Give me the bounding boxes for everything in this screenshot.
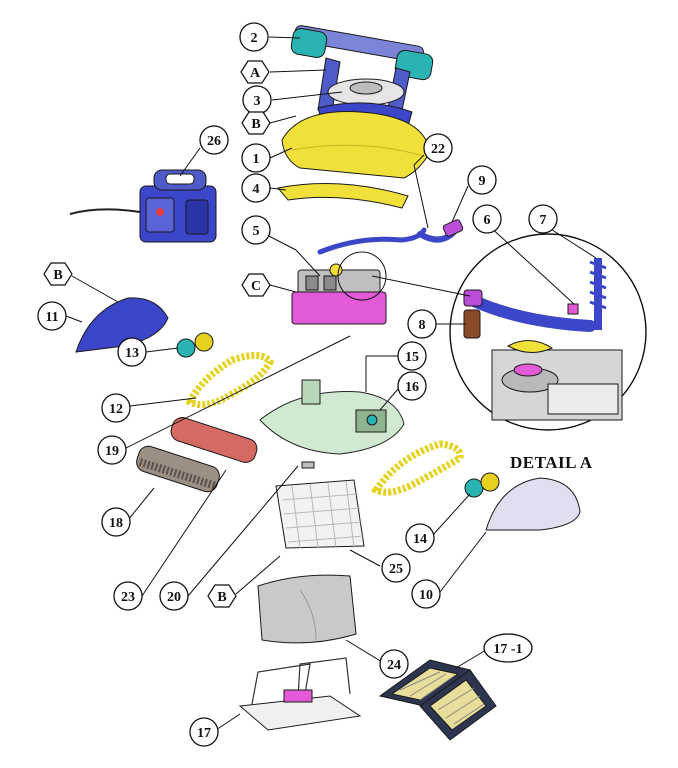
part-side-cover-left	[75, 297, 169, 353]
callout-B-filter: B	[207, 584, 237, 608]
callout-16: 16	[397, 371, 427, 401]
callout-9: 9	[467, 165, 497, 195]
svg-text:9: 9	[479, 174, 486, 189]
callout-20: 20	[159, 581, 189, 611]
svg-text:7: 7	[540, 213, 547, 228]
detail-a-title: DETAIL A	[510, 453, 593, 472]
part-side-cover-right	[485, 477, 581, 531]
svg-text:B: B	[53, 268, 62, 283]
callout-17: 17	[189, 717, 219, 747]
callout-4: 4	[241, 173, 271, 203]
part-wheels-right	[464, 472, 500, 498]
svg-text:22: 22	[431, 142, 445, 157]
svg-text:17 -1: 17 -1	[493, 642, 522, 657]
callout-18: 18	[101, 507, 131, 537]
part-power-supply	[69, 169, 217, 243]
svg-text:24: 24	[387, 658, 401, 673]
callout-23: 23	[113, 581, 143, 611]
callout-B-hood: B	[241, 111, 271, 135]
callout-26: 26	[199, 125, 229, 155]
callout-19: 19	[97, 435, 127, 465]
svg-text:5: 5	[253, 224, 260, 239]
svg-text:20: 20	[167, 590, 181, 605]
svg-text:26: 26	[207, 134, 221, 149]
svg-text:19: 19	[105, 444, 119, 459]
callout-14: 14	[405, 523, 435, 553]
callout-11: 11	[37, 301, 67, 331]
part-filter-bag	[257, 574, 357, 644]
callout-5: 5	[241, 215, 271, 245]
svg-text:DETAIL A: DETAIL A	[510, 453, 593, 472]
part-filter-frame	[238, 657, 362, 731]
svg-text:11: 11	[45, 310, 58, 325]
callout-25: 25	[381, 553, 411, 583]
svg-text:18: 18	[109, 516, 123, 531]
svg-text:4: 4	[253, 182, 260, 197]
callout-7: 7	[528, 204, 558, 234]
callout-B-side: B	[43, 262, 73, 286]
svg-text:10: 10	[419, 588, 433, 603]
part-hose-connector	[417, 219, 464, 243]
part-track-left	[185, 352, 275, 409]
callout-15: 15	[397, 341, 427, 371]
svg-text:2: 2	[251, 31, 258, 46]
callout-A: A	[240, 60, 270, 84]
detail-a-view	[449, 233, 647, 431]
svg-text:3: 3	[254, 94, 261, 109]
svg-text:A: A	[250, 66, 261, 81]
part-motor-unit	[291, 227, 427, 325]
callout-24: 24	[379, 649, 409, 679]
callout-10: 10	[411, 579, 441, 609]
callout-2: 2	[239, 22, 269, 52]
svg-text:8: 8	[419, 318, 426, 333]
svg-text:6: 6	[484, 213, 491, 228]
part-chassis	[259, 379, 405, 455]
part-hood-strip	[277, 183, 409, 209]
svg-text:23: 23	[121, 590, 135, 605]
svg-text:16: 16	[405, 380, 419, 395]
part-clip	[301, 461, 315, 469]
callout-17-1: 17 -1	[483, 633, 533, 663]
svg-text:B: B	[251, 117, 260, 132]
svg-text:14: 14	[413, 532, 427, 547]
callout-C: C	[241, 273, 271, 297]
part-wheels-left	[176, 332, 214, 358]
callout-6: 6	[472, 204, 502, 234]
callout-22: 22	[423, 133, 453, 163]
svg-text:1: 1	[253, 152, 260, 167]
svg-text:B: B	[217, 590, 226, 605]
part-filter-cartridges	[378, 659, 497, 741]
part-impeller-plate	[327, 78, 405, 106]
callout-8: 8	[407, 309, 437, 339]
svg-text:17: 17	[197, 726, 211, 741]
svg-text:C: C	[251, 279, 261, 294]
part-brushes	[136, 417, 258, 493]
svg-text:12: 12	[109, 402, 123, 417]
callout-3: 3	[242, 85, 272, 115]
svg-text:13: 13	[125, 346, 139, 361]
callout-13: 13	[117, 337, 147, 367]
callout-12: 12	[101, 393, 131, 423]
callout-1: 1	[241, 143, 271, 173]
part-track-right	[370, 440, 464, 496]
part-top-hood	[281, 102, 431, 179]
leader-lines	[65, 36, 597, 731]
part-filter-mesh	[275, 479, 365, 549]
svg-text:15: 15	[405, 350, 419, 365]
svg-text:25: 25	[389, 562, 403, 577]
